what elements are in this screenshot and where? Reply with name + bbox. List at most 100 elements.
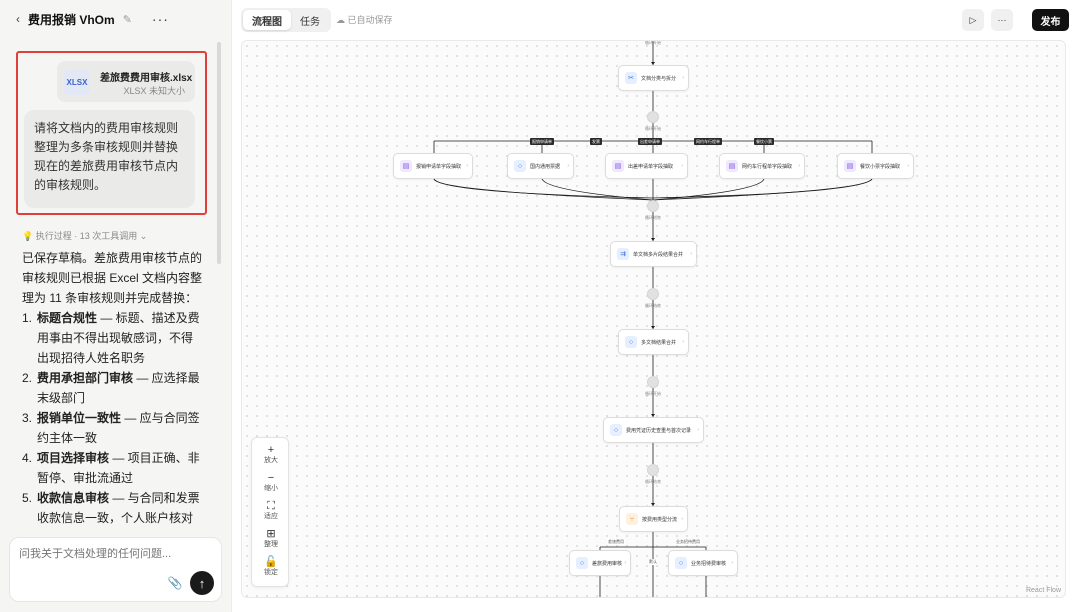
doc-icon: ▤ <box>726 160 738 172</box>
lock-label: 锁定 <box>264 569 278 576</box>
autosave-text: 已自动保存 <box>347 15 393 25</box>
user-message: 请将文档内的费用审核规则整理为多条审核规则并替换现在的差旅费用审核节点内的审核规… <box>24 110 195 208</box>
branch-label: 差旅费用 <box>607 539 625 545</box>
circle-icon: ○ <box>514 160 526 172</box>
fit-view-button[interactable]: ⛶ 适应 <box>252 500 290 521</box>
list-item: 5. 收款信息审核 — 与合同和发票收款信息一致，个人账户核对 <box>22 488 202 528</box>
node-label: 网约车行程单字段抽取 <box>742 163 793 170</box>
rule-desc: — 应与合同签约主体一致 <box>37 411 200 445</box>
loop-start-junction[interactable] <box>647 376 659 388</box>
fit-view-icon: ⛶ <box>267 500 275 512</box>
publish-button[interactable]: 发布 <box>1032 9 1069 31</box>
junction-label: 循环开始 <box>645 391 661 396</box>
node-travel-audit[interactable]: ○ 差旅费用审核 › <box>569 550 631 576</box>
node-label: 业务招待费审核 <box>691 560 727 567</box>
rule-desc: — 应选择最末级部门 <box>37 371 200 405</box>
chevron-left-icon[interactable]: ‹ <box>16 12 20 26</box>
chevron-right-icon: › <box>681 516 683 522</box>
rule-title: 报销单位一致性 <box>37 411 122 425</box>
chevron-right-icon: › <box>907 163 909 169</box>
chat-input-box: 📎 ↑ <box>9 537 222 602</box>
more-button[interactable]: ··· <box>991 9 1013 31</box>
node-history-check[interactable]: ○ 费用凭证历史查重与首次记录 › <box>603 417 704 443</box>
list-item: 3. 报销单位一致性 — 应与合同签约主体一致 <box>22 408 202 448</box>
chat-scrollbar[interactable] <box>217 42 221 264</box>
send-button[interactable]: ↑ <box>190 571 214 595</box>
tab-flowchart[interactable]: 流程图 <box>243 10 291 30</box>
loop-start-junction[interactable] <box>647 111 659 123</box>
rule-num: 2. <box>22 371 33 385</box>
rule-body: 收款信息审核 — 与合同和发票收款信息一致，个人账户核对 <box>37 488 202 528</box>
rule-num: 3. <box>22 411 33 425</box>
rule-body: 项目选择审核 — 项目正确、非暂停、审批流通过 <box>37 448 202 488</box>
arrange-label: 整理 <box>264 541 278 548</box>
rule-num: 5. <box>22 491 33 505</box>
chevron-right-icon: › <box>682 339 684 345</box>
loop-end-junction[interactable] <box>647 464 659 476</box>
node-label: 费用凭证历史查重与首次记录 <box>626 427 692 434</box>
edge-label: 报销申请单 <box>530 138 554 145</box>
circle-icon: ○ <box>625 336 637 348</box>
view-tabs: 流程图 任务 <box>241 8 331 32</box>
branch-label: 业务招待费用 <box>675 539 701 545</box>
node-merge-single[interactable]: ⇉ 单文档多片段结果合并 › <box>610 241 697 267</box>
editor-topbar: 流程图 任务 ☁ 已自动保存 ▷ ··· 发布 <box>232 0 1080 38</box>
node-label: 国内通用票据 <box>530 163 561 170</box>
flow-canvas[interactable]: 循环开始 ✂ 文档分类与拆分 › 循环开始 报销申请单 发票 出差申请单 网约车… <box>241 40 1066 598</box>
junction-label: 循环结束 <box>645 303 661 308</box>
node-classify[interactable]: ✂ 文档分类与拆分 › <box>618 65 689 91</box>
chevron-right-icon: › <box>682 75 684 81</box>
node-label: 差旅费用审核 <box>592 560 623 567</box>
rule-title: 标题合规性 <box>37 311 98 325</box>
paperclip-icon[interactable]: 📎 <box>167 576 183 590</box>
node-extract-trip[interactable]: ▤ 出差申请单字段抽取 › <box>605 153 688 179</box>
plus-icon: + <box>267 444 275 456</box>
zoom-controls: + 放大 − 缩小 ⛶ 适应 ⊞ 整理 🔓 锁定 <box>251 437 289 587</box>
lock-button[interactable]: 🔓 锁定 <box>252 556 290 577</box>
answer-clip: 已保存草稿。差旅费用审核节点的审核规则已根据 Excel 文档内容整理为 11 … <box>0 248 232 530</box>
circle-icon: ○ <box>610 424 622 436</box>
node-label: 单文档多片段结果合并 <box>633 251 684 258</box>
node-label: 文档分类与拆分 <box>641 75 677 82</box>
run-button[interactable]: ▷ <box>962 9 984 31</box>
more-horizontal-icon[interactable]: ··· <box>151 11 169 27</box>
lock-icon: 🔓 <box>264 556 278 568</box>
highlight-box <box>16 51 207 215</box>
bulb-icon: 💡 <box>22 231 34 241</box>
chat-panel: ‹ 费用报销 VhOm ✎ ··· XLSX 差旅费费用审核.xlsx XLSX… <box>0 0 232 612</box>
loop-end-junction[interactable] <box>647 200 659 212</box>
zoom-in-button[interactable]: + 放大 <box>252 444 290 465</box>
loop-end-junction[interactable] <box>647 288 659 300</box>
attachment-card[interactable]: XLSX 差旅费费用审核.xlsx XLSX 未知大小 <box>57 61 195 102</box>
node-entertain-audit[interactable]: ○ 业务招待费审核 › <box>668 550 738 576</box>
react-flow-attribution[interactable]: React Flow <box>1025 587 1061 594</box>
grid-icon: ⊞ <box>266 528 276 540</box>
chat-input[interactable] <box>19 548 209 560</box>
node-merge-multi[interactable]: ○ 多文档结果合并 › <box>618 329 689 355</box>
node-invoice[interactable]: ○ 国内通用票据 › <box>507 153 574 179</box>
node-label: 餐饮小票字段抽取 <box>860 163 901 170</box>
rule-title: 费用承担部门审核 <box>37 371 134 385</box>
edge-label: 发票 <box>590 138 602 145</box>
execution-summary[interactable]: 💡 执行过程 · 13 次工具调用 ⌄ <box>22 229 147 242</box>
chevron-right-icon: › <box>624 560 626 566</box>
zoom-out-button[interactable]: − 缩小 <box>252 472 290 493</box>
edit-pencil-icon[interactable]: ✎ <box>122 13 132 26</box>
junction-label: 循环开始 <box>645 126 661 131</box>
arrange-button[interactable]: ⊞ 整理 <box>252 528 290 549</box>
node-extract-receipt[interactable]: ▤ 餐饮小票字段抽取 › <box>837 153 914 179</box>
list-item: 1. 标题合规性 — 标题、描述及费用事由不得出现敏感词，不得出现招待人姓名职务 <box>22 308 202 368</box>
rule-title: 收款信息审核 <box>37 491 110 505</box>
chat-header: ‹ 费用报销 VhOm ✎ ··· <box>0 0 232 38</box>
node-label: 按费用类型分流 <box>642 516 678 523</box>
node-label: 多文档结果合并 <box>641 339 677 346</box>
junction-label: 循环开始 <box>645 40 661 45</box>
tab-tasks[interactable]: 任务 <box>300 17 320 28</box>
node-extract-ride[interactable]: ▤ 网约车行程单字段抽取 › <box>719 153 805 179</box>
merge-icon: ⇉ <box>617 248 629 260</box>
play-icon: ▷ <box>969 14 977 25</box>
node-type-branch[interactable]: ⑂ 按费用类型分流 › <box>619 506 688 532</box>
rule-body: 费用承担部门审核 — 应选择最末级部门 <box>37 368 202 408</box>
node-extract-request[interactable]: ▤ 报销申请单字段抽取 › <box>393 153 473 179</box>
